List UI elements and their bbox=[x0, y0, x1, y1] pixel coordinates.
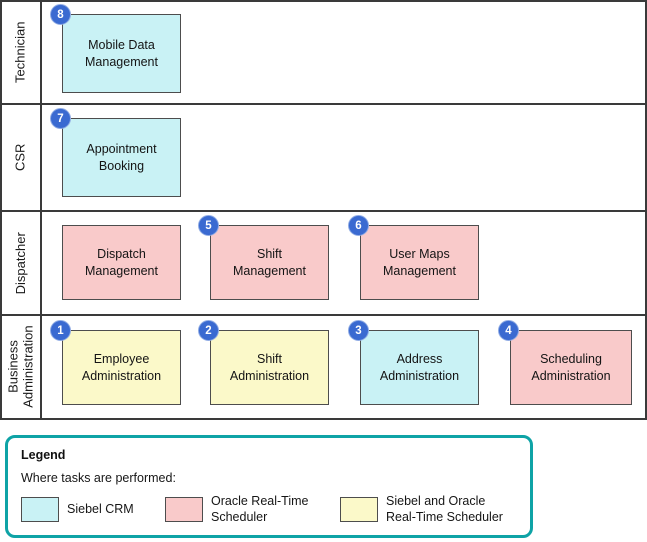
task-box-dispatch-management: Dispatch Management bbox=[62, 225, 181, 300]
legend-item-label: Siebel CRM bbox=[67, 501, 134, 516]
task-title: Shift Administration bbox=[229, 352, 310, 383]
step-badge-5: 5 bbox=[198, 215, 219, 236]
lane-dispatcher: Dispatcher Dispatch Management 5 Shift M… bbox=[2, 210, 645, 314]
legend-title: Legend bbox=[21, 448, 66, 462]
legend-swatch-pink bbox=[165, 497, 203, 523]
lane-technician: Technician 8 Mobile Data Management bbox=[2, 2, 645, 103]
task-title: Shift Management bbox=[233, 247, 306, 278]
task-title: Address Administration bbox=[379, 352, 460, 383]
task-title: Mobile Data Management bbox=[85, 38, 158, 69]
legend-box: Legend Where tasks are performed: Siebel… bbox=[5, 435, 533, 538]
lane-label-technician: Technician bbox=[2, 2, 42, 103]
step-badge-2: 2 bbox=[198, 320, 219, 341]
step-badge-8: 8 bbox=[50, 4, 71, 25]
task-box-mobile-data-management: 8 Mobile Data Management bbox=[50, 4, 181, 93]
legend-item-siebel-and-oracle-real-time-scheduler: Siebel and Oracle Real-Time Scheduler bbox=[340, 494, 503, 525]
lane-label-csr: CSR bbox=[2, 105, 42, 210]
lane-body-dispatcher: Dispatch Management 5 Shift Management 6… bbox=[42, 212, 645, 314]
step-badge-6: 6 bbox=[348, 215, 369, 236]
legend-item-label: Siebel and Oracle Real-Time Scheduler bbox=[386, 494, 503, 524]
task-title: User Maps Management bbox=[383, 247, 456, 278]
step-badge-3: 3 bbox=[348, 320, 369, 341]
lane-label-dispatcher: Dispatcher bbox=[2, 212, 42, 314]
task-box-appointment-booking: 7 Appointment Booking bbox=[50, 108, 181, 197]
lane-body-business-administration: 1 Employee Administration 2 Shift Admini… bbox=[42, 316, 645, 418]
task-box-scheduling-administration: 4 Scheduling Administration bbox=[498, 320, 632, 405]
lane-body-technician: 8 Mobile Data Management bbox=[42, 2, 645, 103]
step-badge-4: 4 bbox=[498, 320, 519, 341]
task-box-employee-administration: 1 Employee Administration bbox=[50, 320, 181, 405]
task-title: Employee Administration bbox=[81, 352, 162, 383]
lane-label-text: Dispatcher bbox=[12, 231, 28, 295]
task-title: Scheduling Administration bbox=[531, 352, 611, 383]
legend-item-siebel-crm: Siebel CRM bbox=[21, 497, 165, 523]
swimlane-frame: Technician 8 Mobile Data Management CSR … bbox=[0, 0, 647, 420]
legend-item-label: Oracle Real-Time Scheduler bbox=[211, 494, 309, 524]
task-box-user-maps-management: 6 User Maps Management bbox=[348, 215, 479, 300]
lane-label-text: Technician bbox=[12, 21, 28, 84]
lane-label-business-administration: Business Administration bbox=[2, 316, 42, 418]
step-badge-1: 1 bbox=[50, 320, 71, 341]
task-box-shift-management: 5 Shift Management bbox=[198, 215, 329, 300]
legend-swatch-yellow bbox=[340, 497, 378, 523]
task-title: Appointment Booking bbox=[86, 142, 157, 173]
legend-subtitle: Where tasks are performed: bbox=[21, 471, 176, 485]
task-box-shift-administration: 2 Shift Administration bbox=[198, 320, 329, 405]
legend-item-oracle-real-time-scheduler: Oracle Real-Time Scheduler bbox=[165, 494, 340, 525]
legend-items: Siebel CRM Oracle Real-Time Scheduler Si… bbox=[21, 494, 517, 525]
task-title: Dispatch Management bbox=[85, 247, 158, 278]
lane-label-text: CSR bbox=[12, 143, 28, 172]
lane-csr: CSR 7 Appointment Booking bbox=[2, 103, 645, 210]
lane-label-text: Business Administration bbox=[5, 325, 35, 409]
legend-swatch-cyan bbox=[21, 497, 59, 523]
lane-business-administration: Business Administration 1 Employee Admin… bbox=[2, 314, 645, 418]
lane-body-csr: 7 Appointment Booking bbox=[42, 105, 645, 210]
step-badge-7: 7 bbox=[50, 108, 71, 129]
task-box-address-administration: 3 Address Administration bbox=[348, 320, 479, 405]
